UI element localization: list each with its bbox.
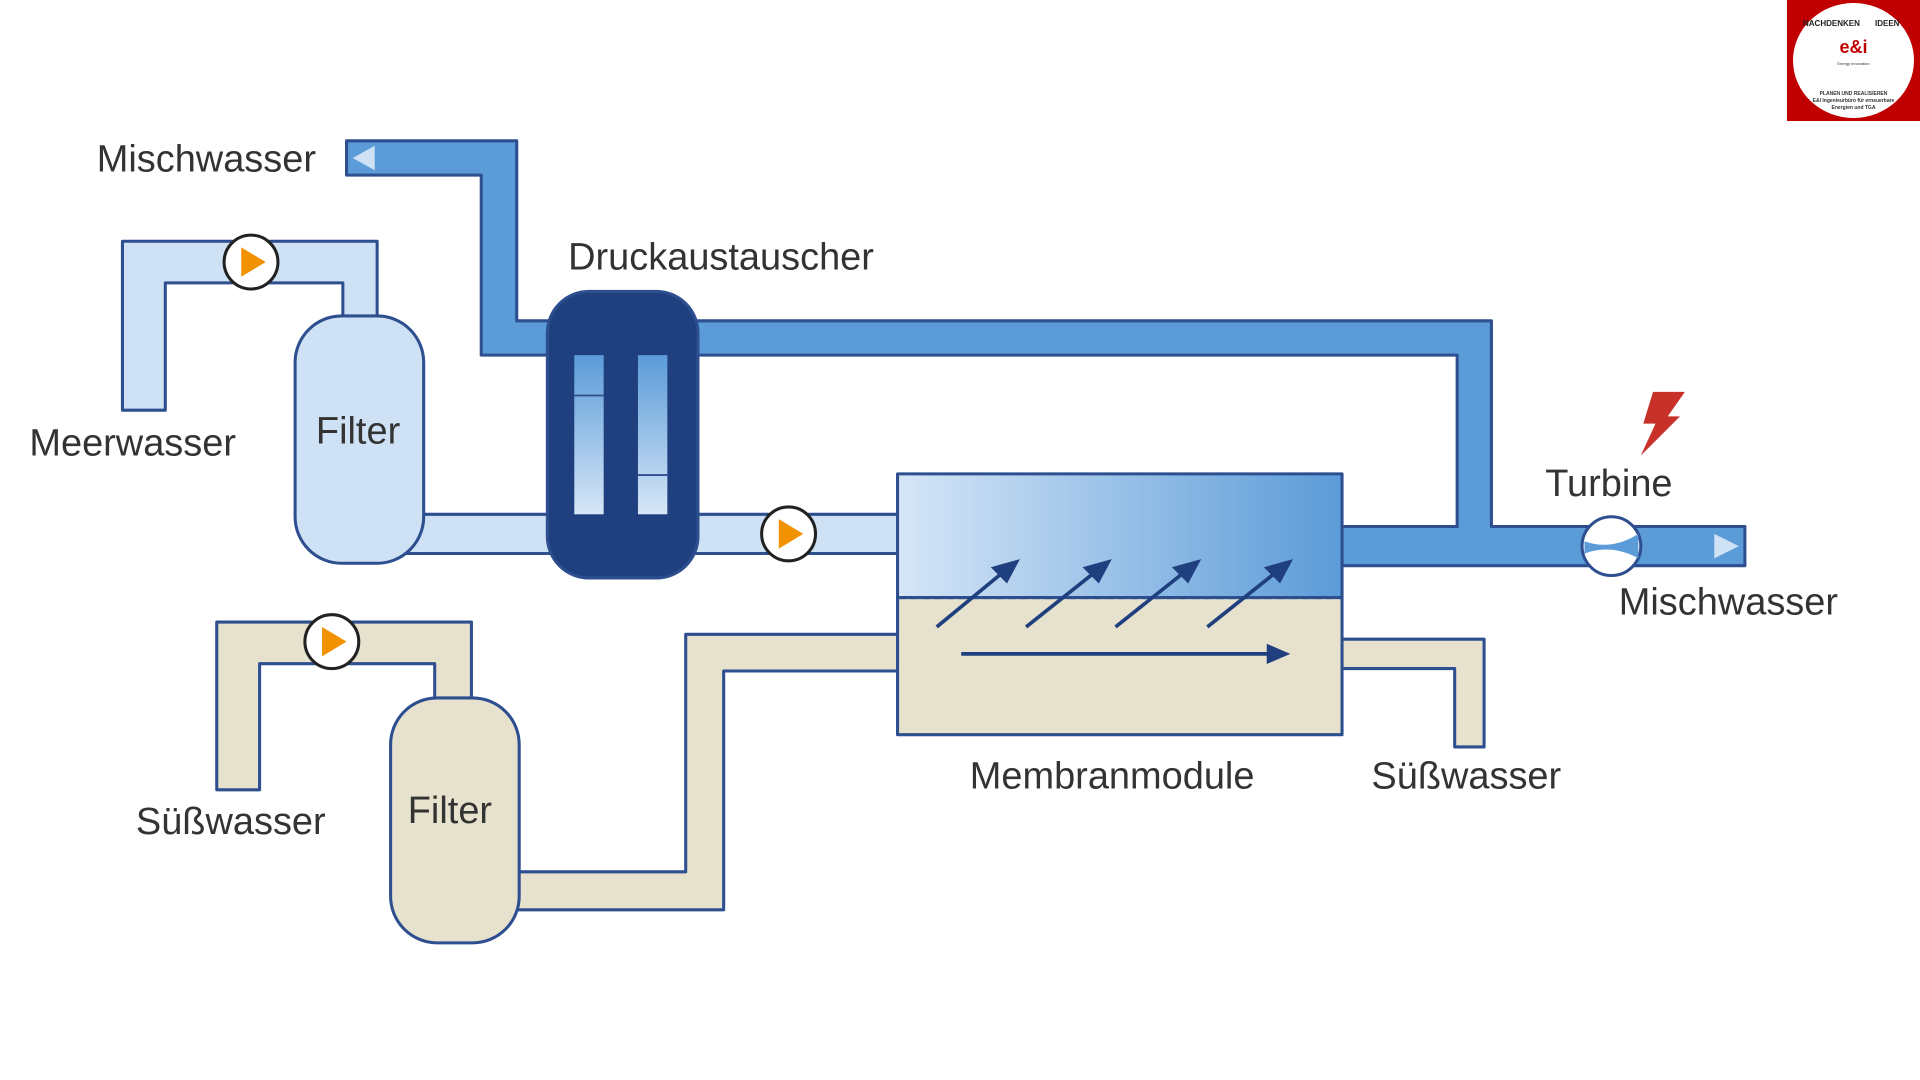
- label-druckaustauscher: Druckaustauscher: [568, 236, 874, 278]
- membrane-module-bottom: [896, 596, 1344, 737]
- logo-top-right: IDEEN: [1875, 19, 1900, 28]
- freshwater-outlet-pipe: [1333, 637, 1486, 749]
- osmosis-arrows: [935, 559, 1294, 665]
- pump-icon: [760, 505, 818, 563]
- label-meerwasser: Meerwasser: [29, 423, 236, 465]
- label-mischwasser-in: Mischwasser: [97, 138, 316, 180]
- label-turbine: Turbine: [1545, 463, 1672, 505]
- company-logo: NACHDENKEN IDEEN e&i Energy Innovation P…: [1787, 0, 1920, 121]
- label-suesswasser-in: Süßwasser: [136, 801, 326, 843]
- label-filter-top: Filter: [316, 410, 400, 452]
- label-filter-bottom: Filter: [408, 790, 492, 832]
- membrane-module-top: [896, 472, 1344, 600]
- logo-brand: e&i: [1839, 37, 1868, 57]
- outflow-arrow-icon: [352, 145, 375, 171]
- logo-line3: Energien und TGA: [1831, 105, 1876, 111]
- label-suesswasser-out: Süßwasser: [1371, 756, 1561, 798]
- filter-top: [293, 314, 426, 565]
- label-membranmodule: Membranmodule: [970, 756, 1255, 798]
- pump-icon: [222, 233, 280, 291]
- label-mischwasser-out: Mischwasser: [1619, 582, 1838, 624]
- pressure-exchanger: [545, 289, 700, 580]
- turbine-icon: [1580, 515, 1643, 578]
- logo-circle: NACHDENKEN IDEEN e&i Energy Innovation P…: [1793, 3, 1914, 118]
- logo-tagline: Energy Innovation: [1837, 61, 1870, 66]
- freshwater-feed-pipe: [512, 632, 908, 912]
- pump-icon: [303, 613, 361, 671]
- logo-line2: E&I Ingenieurbüro für erneuerbare: [1812, 98, 1895, 104]
- logo-top-left: NACHDENKEN: [1803, 19, 1860, 28]
- filter-bottom: [389, 696, 521, 945]
- lightning-icon: [1640, 391, 1685, 456]
- logo-line1: PLANEN UND REALISIEREN: [1819, 91, 1888, 97]
- outflow-arrow-icon: [1714, 533, 1739, 559]
